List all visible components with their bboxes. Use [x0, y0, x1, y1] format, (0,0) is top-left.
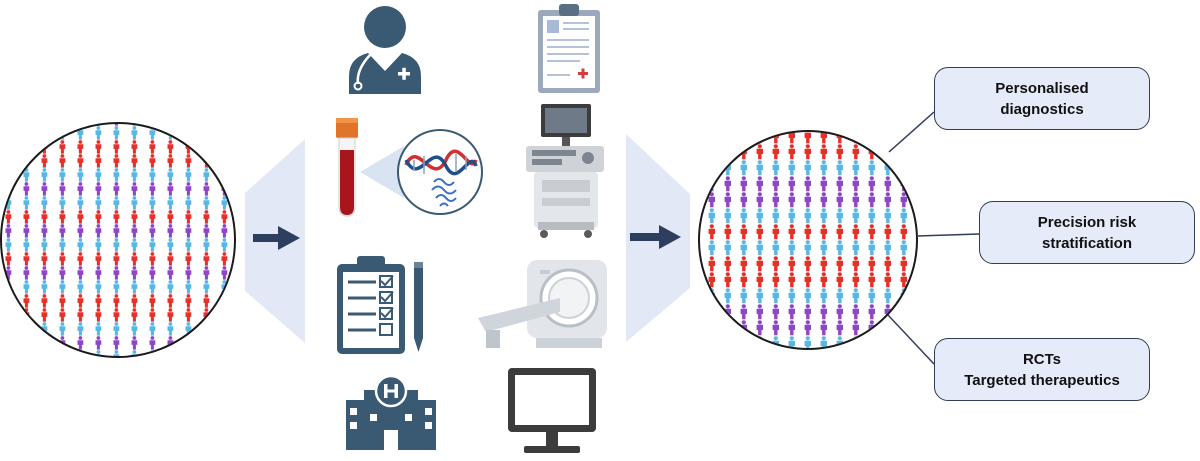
- callout-line: Targeted therapeutics: [964, 371, 1120, 389]
- callout-line: RCTs: [1022, 350, 1062, 368]
- callout-line: Precision risk: [1037, 213, 1137, 231]
- connector-personalised: [888, 111, 935, 153]
- blood-tube-icon: [336, 118, 358, 217]
- callout-rcts-targeted-therapeutics: RCTs Targeted therapeutics: [934, 338, 1150, 401]
- dna-protein-icon: [360, 129, 483, 215]
- clipboard-record-icon: [538, 4, 600, 93]
- output-arrow: [630, 225, 681, 249]
- checklist-pencil-icon: [337, 256, 423, 354]
- callout-line: Personalised: [995, 79, 1089, 97]
- callout-line: diagnostics: [1000, 100, 1084, 118]
- callout-line: stratification: [1041, 234, 1132, 252]
- input-arrow: [253, 226, 300, 250]
- stratified-population-circle: [698, 130, 918, 350]
- mri-scanner-icon: [478, 260, 607, 348]
- doctor-icon: [349, 6, 421, 94]
- mixed-population-circle: [0, 122, 236, 358]
- computer-monitor-icon: [508, 368, 596, 453]
- ultrasound-machine-icon: [526, 104, 604, 238]
- callout-precision-risk-stratification: Precision risk stratification: [979, 201, 1195, 264]
- hospital-icon: [346, 374, 436, 450]
- connector-rcts: [887, 314, 935, 365]
- connector-risk: [916, 233, 980, 237]
- callout-personalised-diagnostics: Personalised diagnostics: [934, 67, 1150, 130]
